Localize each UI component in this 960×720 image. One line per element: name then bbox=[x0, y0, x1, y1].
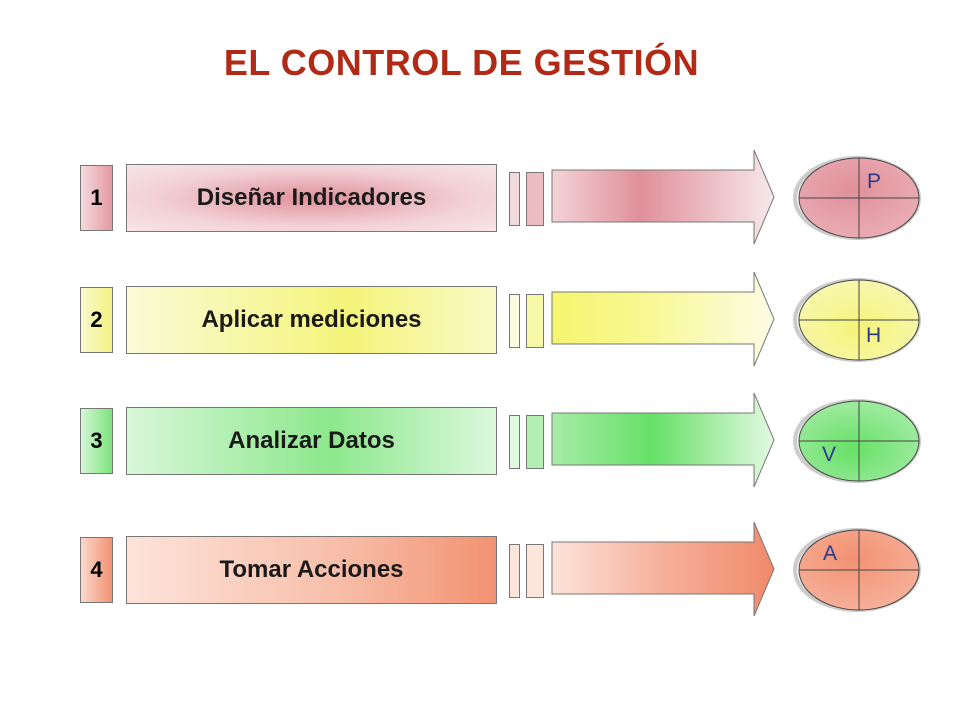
arrow-right-icon bbox=[551, 392, 775, 488]
pdca-letter: A bbox=[823, 542, 838, 565]
pdca-letter: V bbox=[822, 443, 837, 466]
step-number: 1 bbox=[80, 165, 113, 231]
step-label-box: Diseñar Indicadores bbox=[126, 164, 497, 232]
pdca-letter: P bbox=[867, 170, 882, 193]
connector-bar bbox=[509, 294, 520, 348]
connector-bar bbox=[509, 544, 520, 598]
arrow-right-icon bbox=[551, 149, 775, 245]
step-label-box: Tomar Acciones bbox=[126, 536, 497, 604]
step-label-box: Analizar Datos bbox=[126, 407, 497, 475]
connector-bar bbox=[526, 415, 544, 469]
connector-bar bbox=[526, 172, 544, 226]
step-number: 2 bbox=[80, 287, 113, 353]
connector-bar bbox=[509, 172, 520, 226]
step-row-3: 3 Analizar Datos V bbox=[0, 392, 960, 493]
connector-bar bbox=[526, 544, 544, 598]
connector-bar bbox=[509, 415, 520, 469]
step-row-1: 1 Diseñar Indicadores P bbox=[0, 149, 960, 250]
pdca-quadrant-v bbox=[793, 399, 921, 483]
step-row-4: 4 Tomar Acciones A bbox=[0, 521, 960, 622]
step-row-2: 2 Aplicar mediciones H bbox=[0, 271, 960, 372]
step-number: 3 bbox=[80, 408, 113, 474]
arrow-right-icon bbox=[551, 521, 775, 617]
pdca-letter: H bbox=[866, 324, 882, 347]
pdca-quadrant-p bbox=[793, 156, 921, 240]
step-label-box: Aplicar mediciones bbox=[126, 286, 497, 354]
step-number: 4 bbox=[80, 537, 113, 603]
pdca-quadrant-a bbox=[793, 528, 921, 612]
arrow-right-icon bbox=[551, 271, 775, 367]
connector-bar bbox=[526, 294, 544, 348]
page-title: EL CONTROL DE GESTIÓN bbox=[223, 42, 700, 83]
pdca-quadrant-h bbox=[793, 278, 921, 362]
